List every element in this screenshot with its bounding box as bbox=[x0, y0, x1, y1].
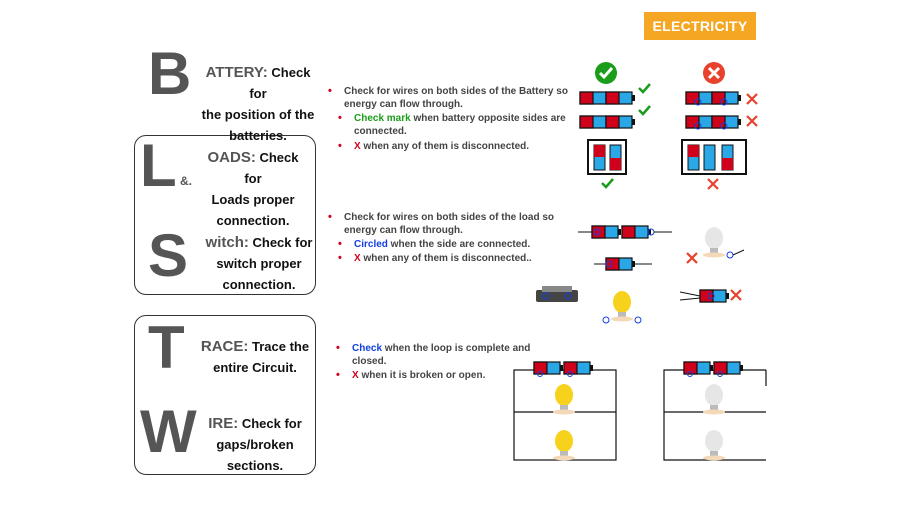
trace-text: RACE: Trace the entire Circuit. bbox=[200, 338, 310, 375]
load-note-main: •Check for wires on both sides of the lo… bbox=[328, 211, 555, 236]
open-circuit-batteries bbox=[683, 361, 744, 461]
battery-holder-wrong bbox=[681, 139, 747, 191]
load-battery-chain bbox=[578, 225, 672, 239]
battery-text: ATTERY: Check for the position of the ba… bbox=[201, 64, 315, 143]
trace-note-x: •X when it is broken or open. bbox=[336, 369, 486, 381]
battery-note-check: •Check mark when battery opposite sides … bbox=[338, 112, 566, 137]
letter-t: T bbox=[148, 314, 185, 381]
letter-b: B bbox=[148, 40, 192, 107]
battery-pair-wrong-1 bbox=[685, 91, 759, 106]
load-wrong-cell bbox=[679, 288, 743, 303]
loads-text: OADS: Check for Loads proper connection. bbox=[207, 149, 299, 228]
red-x-circle-icon bbox=[703, 62, 725, 84]
loads-switch-box bbox=[134, 135, 316, 295]
battery-pair-correct-1 bbox=[579, 82, 652, 105]
switch-text: witch: Check for switch proper connectio… bbox=[205, 234, 313, 292]
electricity-badge: ELECTRICITY bbox=[644, 12, 756, 40]
load-note-x: •X when any of them is disconnected.. bbox=[338, 252, 532, 264]
load-note-circled: •Circled when the side are connected. bbox=[338, 238, 531, 250]
closed-circuit-batteries bbox=[533, 361, 594, 461]
battery-pair-wrong-2 bbox=[685, 114, 759, 130]
lit-bulb-connected bbox=[602, 291, 642, 324]
letter-s: S bbox=[148, 222, 189, 289]
green-check-circle-icon bbox=[595, 62, 617, 84]
battery-pair-correct-2 bbox=[579, 104, 652, 129]
battery-holder-correct bbox=[587, 139, 627, 189]
battery-note-x: •X when any of them is disconnected. bbox=[338, 140, 530, 152]
letter-w: W bbox=[140, 398, 197, 465]
letter-l: L bbox=[140, 132, 177, 199]
load-single-cell bbox=[594, 257, 652, 271]
battery-note-main: •Check for wires on both sides of the Ba… bbox=[328, 85, 568, 110]
wire-text: IRE: Check for gaps/broken sections. bbox=[208, 415, 302, 473]
switch-illustration bbox=[536, 286, 578, 302]
ampersand: &. bbox=[180, 174, 192, 188]
off-bulb-disconnected bbox=[685, 227, 745, 265]
trace-wire-box bbox=[134, 315, 316, 475]
